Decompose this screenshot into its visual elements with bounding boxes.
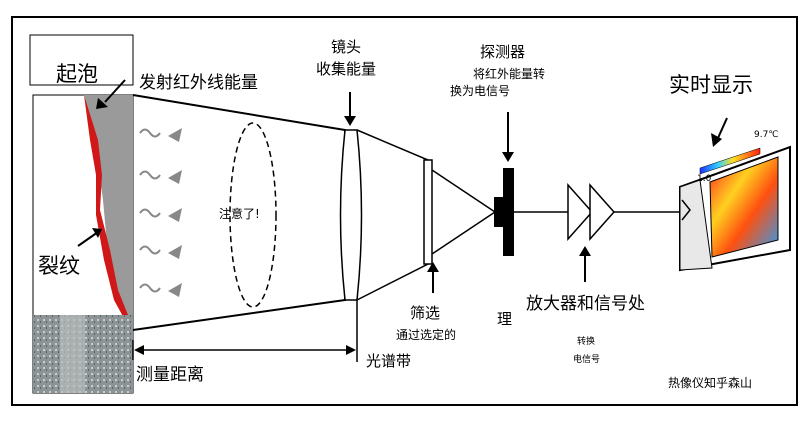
lens bbox=[339, 129, 363, 301]
filter-label: 筛选 bbox=[410, 304, 441, 322]
detector-body bbox=[503, 168, 514, 256]
thermal-screen bbox=[709, 156, 779, 258]
crack-label: 裂纹 bbox=[38, 254, 80, 278]
amplifier-1 bbox=[567, 183, 594, 241]
attention-ellipse bbox=[229, 122, 277, 308]
detector-desc-2: 换为电信号 bbox=[450, 84, 511, 98]
wave-arrow bbox=[168, 128, 182, 142]
title-inset-box bbox=[29, 34, 134, 86]
wave-arrow bbox=[168, 208, 182, 222]
amp-cont-label: 理 bbox=[497, 310, 513, 328]
filter-desc-1: 通过选定的 bbox=[396, 328, 457, 342]
detector-title: 探测器 bbox=[480, 43, 526, 61]
bubble-label: 起泡 bbox=[56, 62, 98, 86]
convert-label: 转换 bbox=[577, 337, 596, 347]
wave-arrow bbox=[168, 283, 182, 297]
filter-plate bbox=[423, 159, 433, 265]
color-scale-bar bbox=[699, 147, 761, 175]
lens-sublabel: 收集能量 bbox=[316, 60, 377, 78]
wall-surface bbox=[84, 95, 133, 330]
amp-label: 放大器和信号处 bbox=[526, 294, 645, 314]
wave-arrow bbox=[168, 245, 182, 259]
emit-label: 发射红外线能量 bbox=[139, 73, 258, 93]
screen-temp-high: 9.7℃ bbox=[754, 130, 779, 140]
focus-cone bbox=[431, 169, 497, 255]
attention-label: 注意了! bbox=[219, 207, 260, 221]
filter-desc-2: 光谱带 bbox=[366, 352, 412, 370]
watermark: 热像仪知乎森山 bbox=[668, 376, 753, 390]
detector-chip bbox=[494, 197, 503, 227]
amplifier-2 bbox=[589, 183, 616, 241]
outer-frame bbox=[11, 16, 798, 406]
wave-arrow bbox=[168, 170, 182, 184]
crack-region bbox=[84, 95, 133, 330]
converging-cone bbox=[356, 129, 429, 301]
screen-temp-low: 1.0 bbox=[697, 174, 712, 184]
lens-label: 镜头 bbox=[331, 38, 362, 56]
detector-desc-1: 将红外能量转 bbox=[473, 67, 546, 81]
pointer-arrows bbox=[77, 79, 728, 293]
distance-label: 测量距离 bbox=[136, 365, 204, 385]
ir-waves bbox=[139, 128, 161, 293]
display-label: 实时显示 bbox=[669, 73, 753, 97]
convert-sublabel: 电信号 bbox=[573, 355, 601, 365]
